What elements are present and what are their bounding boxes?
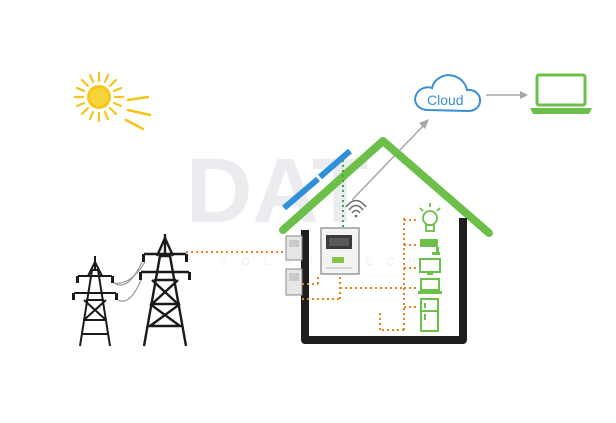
arrow-cloud-to-laptop [486,91,528,99]
laptop-small-icon [418,278,442,294]
power-tower-icon [74,256,116,347]
sun-icon [73,71,125,123]
watermark: DAT SOLAR TECH [186,140,430,268]
electric-meter-icon [285,235,303,296]
fridge-icon [420,298,439,332]
power-tower-icon [141,234,189,347]
watermark-subtext: SOLAR TECH [220,256,430,268]
cloud-icon: Cloud [414,74,482,113]
watermark-text: DAT [186,140,368,242]
arrow-inverter-to-cloud [351,119,429,201]
power-lines [113,261,146,302]
solar-panels [282,148,352,211]
solar-panel [282,176,320,211]
house-walls [301,218,467,344]
cloud-label: Cloud [427,92,464,108]
laptop-icon [530,73,592,114]
house-roof [279,137,493,237]
cctv-camera-icon [420,239,440,255]
wifi-icon [345,199,367,218]
ac-lines [186,218,418,331]
inverter-icon [320,227,360,275]
lightbulb-icon [419,203,441,232]
sun-rays [124,95,152,131]
insulators [72,254,191,300]
monitor-icon [419,258,441,275]
solar-panel [318,148,352,180]
